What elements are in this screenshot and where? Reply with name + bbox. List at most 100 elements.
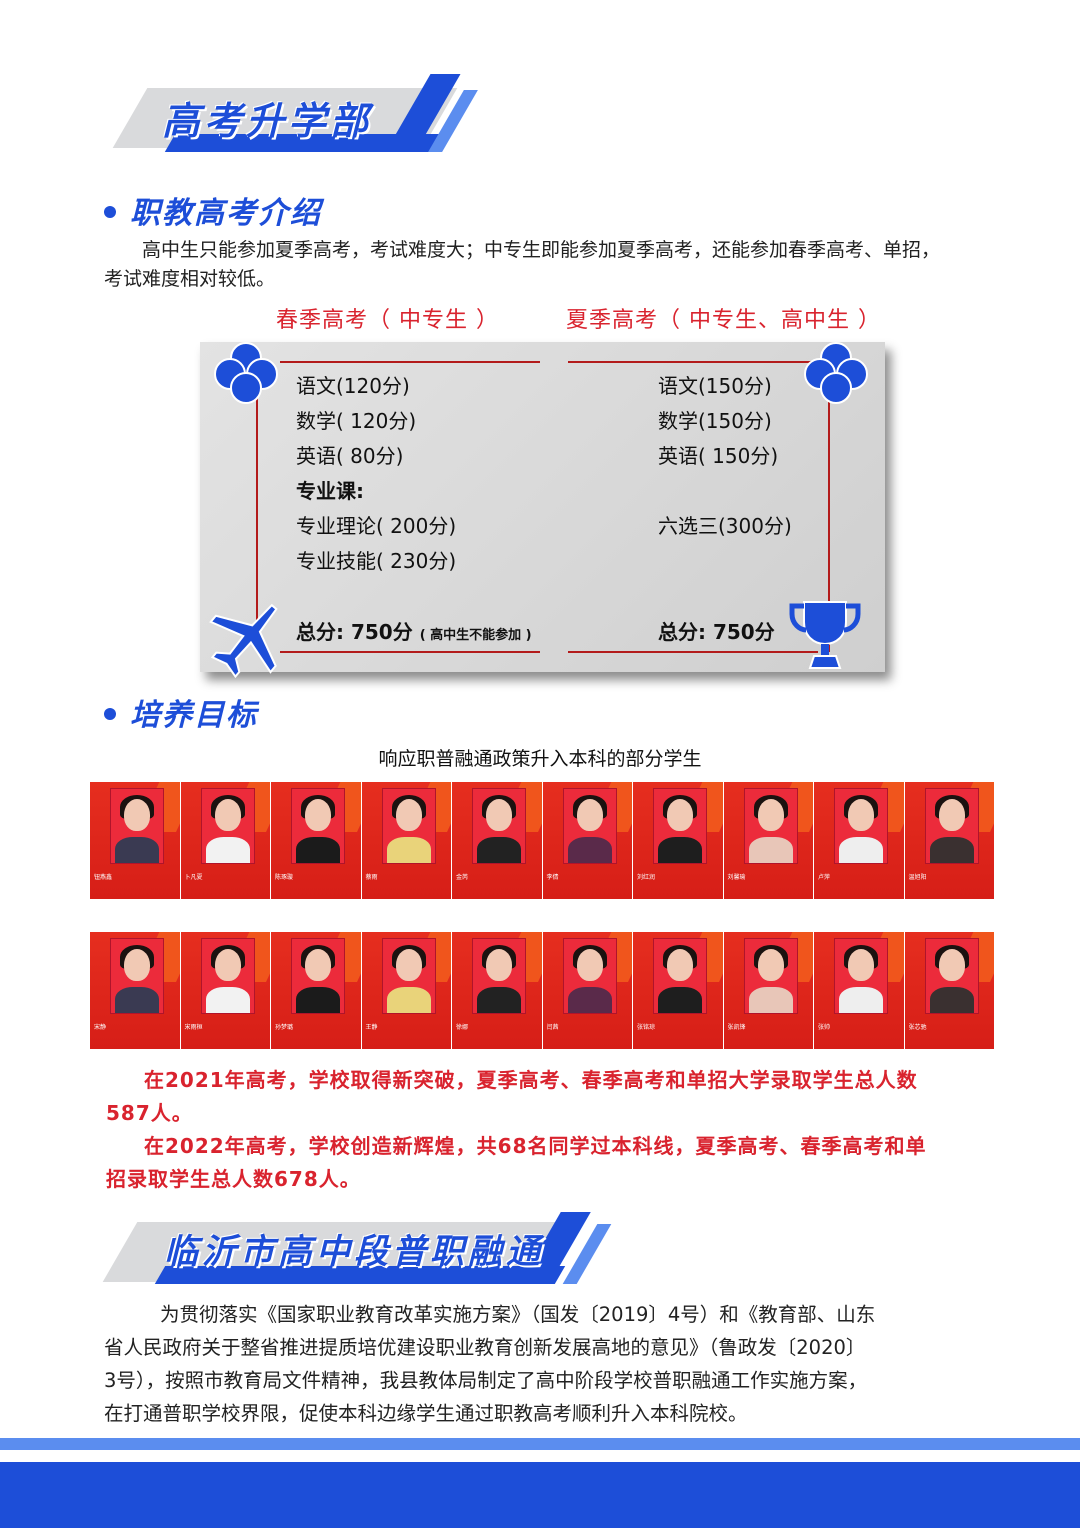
student-photo-card: 卜凡夏 [180,782,270,899]
student-name-caption: 卜凡夏 [184,874,203,881]
policy-line-2: 省人民政府关于整省推进提质培优建设职业教育创新发展高地的意见》（鲁政发〔2020… [104,1336,866,1359]
student-photo-card: 钮燕鑫 [90,782,180,899]
section-heading-intro: 职教高考介绍 [104,188,322,232]
score-card: 语文(120分) 数学( 120分) 英语( 80分) 专业课: 专业理论( 2… [200,342,885,672]
student-portrait [743,788,798,864]
student-photo-card: 宋雨桓 [180,932,270,1049]
card-frame [256,362,830,652]
photos-caption: 响应职普融通政策升入本科的部分学生 [378,748,702,770]
student-name-caption: 张铭琼 [637,1024,656,1031]
student-name-caption: 温旭阳 [908,874,927,881]
spring-total: 总分: 750分 ( 高中生不能参加 ) [296,616,532,645]
student-photo-card: 徐娜 [452,932,542,1049]
student-portrait [562,938,617,1014]
student-portrait [834,938,888,1014]
student-portrait [653,938,707,1014]
student-portrait [381,788,436,864]
student-portrait [291,788,345,864]
summer-item-math: 数学(150分) [658,409,772,433]
student-photo-card: 刘馨瑜 [723,782,813,899]
student-portrait [924,938,979,1014]
student-name-caption: 孙梦璐 [275,1024,294,1031]
student-photo-card: 蔡雨 [361,782,451,899]
frame-bottom-right [568,651,818,653]
student-photo-card: 金芮 [452,782,542,899]
summer-item-elective: 六选三(300分) [658,514,792,538]
spring-title: 春季高考（ 中专生 ） [276,308,499,333]
footer-stripe-light [0,1438,1080,1450]
student-name-caption: 卢萍 [818,874,831,881]
student-portrait [653,788,707,864]
intro-line-1: 高中生只能参加夏季高考，考试难度大；中专生即能参加夏季高考，还能参加春季高考、单… [142,239,941,261]
student-photo-card: 张凯锋 [723,932,813,1049]
student-portrait [834,788,888,864]
policy-line-3: 3号），按照市教育局文件精神，我县教体局制定了高中阶段学校普职融通工作实施方案， [104,1369,868,1392]
student-name-caption: 陈琢璇 [275,874,294,881]
student-photo-card: 刘红润 [633,782,723,899]
frame-bottom-left [280,651,540,653]
spring-item-chinese: 语文(120分) [296,374,410,398]
intro-line-2: 考试难度相对较低。 [104,268,276,290]
student-portrait [562,788,617,864]
student-name-caption: 王静 [365,1024,378,1031]
spring-item-major: 专业课: [296,479,364,503]
section-heading-goal: 培养目标 [104,690,258,734]
results-line-1: 在2021年高考，学校取得新突破，夏季高考、春季高考和单招大学录取学生总人数 [144,1068,918,1092]
student-portrait [110,788,164,864]
policy-line-1: 为贯彻落实《国家职业教育改革实施方案》（国发〔2019〕4号）和《教育部、山东 [160,1303,876,1326]
banner-title: 临沂市高中段普职融通 [164,1232,544,1272]
student-photo-card: 闫茜 [542,932,632,1049]
spring-total-note: ( 高中生不能参加 ) [419,628,532,643]
banner-title: 高考升学部 [162,99,373,143]
spring-item-theory: 专业理论( 200分) [296,514,457,538]
footer-band [0,1462,1080,1528]
heading-text: 职教高考介绍 [130,196,322,231]
clover-icon [804,342,868,404]
bullet-dot [104,205,116,218]
student-portrait [200,938,255,1014]
student-portrait [924,788,979,864]
spring-item-english: 英语( 80分) [296,444,404,468]
student-photo-card: 王静 [361,932,451,1049]
student-photo-card: 张芯驰 [904,932,994,1049]
student-name-caption: 刘红润 [637,874,656,881]
student-portrait [472,938,526,1014]
intro-paragraph: 高中生只能参加夏季高考，考试难度大；中专生即能参加夏季高考，还能参加春季高考、单… [104,236,984,294]
results-paragraph: 在2021年高考，学校取得新突破，夏季高考、春季高考和单招大学录取学生总人数 5… [106,1064,986,1196]
banner-gaokao-department: 高考升学部 [0,74,520,164]
trophy-icon [789,601,861,669]
student-name-caption: 蔡雨 [365,874,378,881]
summer-item-english: 英语( 150分) [658,444,779,468]
clover-icon [214,342,278,404]
spring-total-value: 总分: 750分 [296,620,413,644]
spring-item-skill: 专业技能( 230分) [296,549,457,573]
policy-paragraph: 为贯彻落实《国家职业教育改革实施方案》（国发〔2019〕4号）和《教育部、山东 … [104,1298,984,1430]
student-name-caption: 张芯驰 [908,1024,927,1031]
student-photo-row-1: 钮燕鑫卜凡夏 陈琢璇 蔡雨 金芮李倩 刘红润 刘馨瑜 卢萍 温旭阳 [90,782,995,899]
student-portrait [381,938,436,1014]
student-photo-card: 李倩 [542,782,632,899]
frame-top-left [280,361,540,363]
student-name-caption: 张帅 [818,1024,831,1031]
results-line-3: 在2022年高考，学校创造新辉煌，共68名同学过本科线，夏季高考、春季高考和单 [144,1134,927,1158]
summer-item-chinese: 语文(150分) [658,374,772,398]
student-name-caption: 李倩 [546,874,559,881]
student-photo-card: 温旭阳 [904,782,994,899]
student-name-caption: 闫茜 [546,1024,559,1031]
results-line-4: 招录取学生总人数678人。 [106,1167,361,1191]
student-name-caption: 张凯锋 [727,1024,746,1031]
student-portrait [472,788,526,864]
student-photo-card: 陈琢璇 [271,782,361,899]
heading-text: 培养目标 [130,698,258,733]
student-portrait [291,938,345,1014]
student-name-caption: 刘馨瑜 [727,874,746,881]
student-portrait [743,938,798,1014]
student-photo-card: 卢萍 [814,782,904,899]
bullet-dot [104,707,116,720]
banner-linyi-integration: 临沂市高中段普职融通 [0,1210,640,1298]
student-photo-card: 宋静 [90,932,180,1049]
student-portrait [110,938,164,1014]
student-photo-card: 张铭琼 [633,932,723,1049]
summer-title: 夏季高考（ 中专生、高中生 ） [566,308,881,333]
student-name-caption: 宋雨桓 [184,1024,203,1031]
